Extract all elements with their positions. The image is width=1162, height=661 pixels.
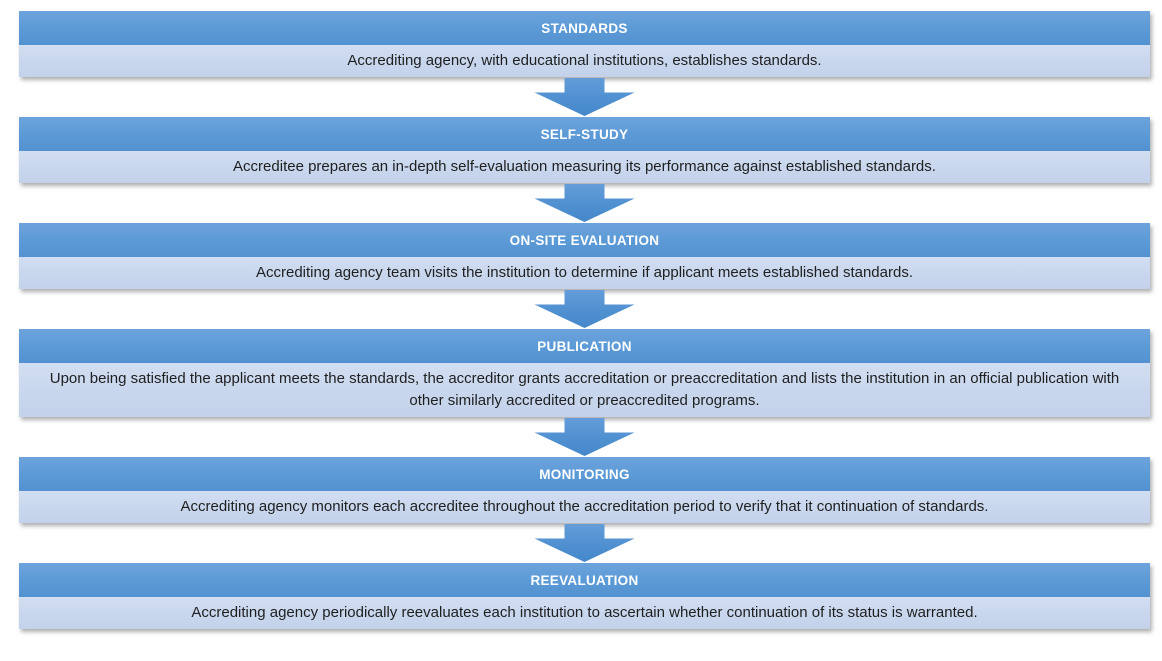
step-title: SELF-STUDY [19, 117, 1150, 151]
down-arrow-icon [534, 418, 635, 456]
step-description: Accrediting agency, with educational ins… [19, 45, 1150, 77]
step-description: Accrediting agency team visits the insti… [19, 257, 1150, 289]
step-description: Accrediting agency periodically reevalua… [19, 597, 1150, 629]
step-description: Upon being satisfied the applicant meets… [19, 363, 1150, 417]
step-standards: STANDARDS Accrediting agency, with educa… [19, 11, 1150, 77]
step-title: PUBLICATION [19, 329, 1150, 363]
step-title: REEVALUATION [19, 563, 1150, 597]
step-description: Accreditee prepares an in-depth self-eva… [19, 151, 1150, 183]
down-arrow-icon [534, 290, 635, 328]
down-arrow-icon [534, 184, 635, 222]
flow-column: STANDARDS Accrediting agency, with educa… [19, 11, 1150, 629]
step-publication: PUBLICATION Upon being satisfied the app… [19, 329, 1150, 417]
step-monitoring: MONITORING Accrediting agency monitors e… [19, 457, 1150, 523]
step-title: ON-SITE EVALUATION [19, 223, 1150, 257]
step-description: Accrediting agency monitors each accredi… [19, 491, 1150, 523]
step-on-site-evaluation: ON-SITE EVALUATION Accrediting agency te… [19, 223, 1150, 289]
down-arrow-icon [534, 524, 635, 562]
step-title: STANDARDS [19, 11, 1150, 45]
down-arrow-icon [534, 78, 635, 116]
step-reevaluation: REEVALUATION Accrediting agency periodic… [19, 563, 1150, 629]
step-self-study: SELF-STUDY Accreditee prepares an in-dep… [19, 117, 1150, 183]
step-title: MONITORING [19, 457, 1150, 491]
